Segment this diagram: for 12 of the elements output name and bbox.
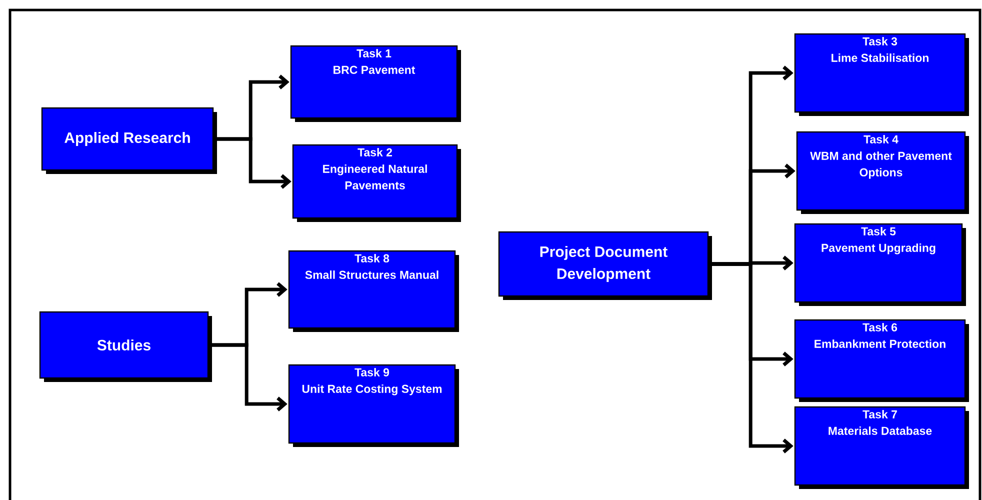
category-box: Applied Research xyxy=(41,107,217,174)
task-box: Task 1 BRC Pavement xyxy=(290,45,461,122)
task-box: Task 4 WBM and other Pavement Options xyxy=(796,131,969,214)
category-box: Project Document Development xyxy=(498,231,712,300)
task-box: Task 7 Materials Database xyxy=(794,406,969,489)
task-box: Task 3 Lime Stabilisation xyxy=(794,33,969,116)
task-box: Task 5 Pavement Upgrading xyxy=(794,223,966,306)
task-box: Task 6 Embankment Protection xyxy=(794,319,969,402)
task-box: Task 8 Small Structures Manual xyxy=(288,250,459,332)
task-box: Task 9 Unit Rate Costing System xyxy=(288,364,459,447)
task-box: Task 2 Engineered Natural Pavements xyxy=(292,144,461,222)
category-box: Studies xyxy=(39,311,212,382)
